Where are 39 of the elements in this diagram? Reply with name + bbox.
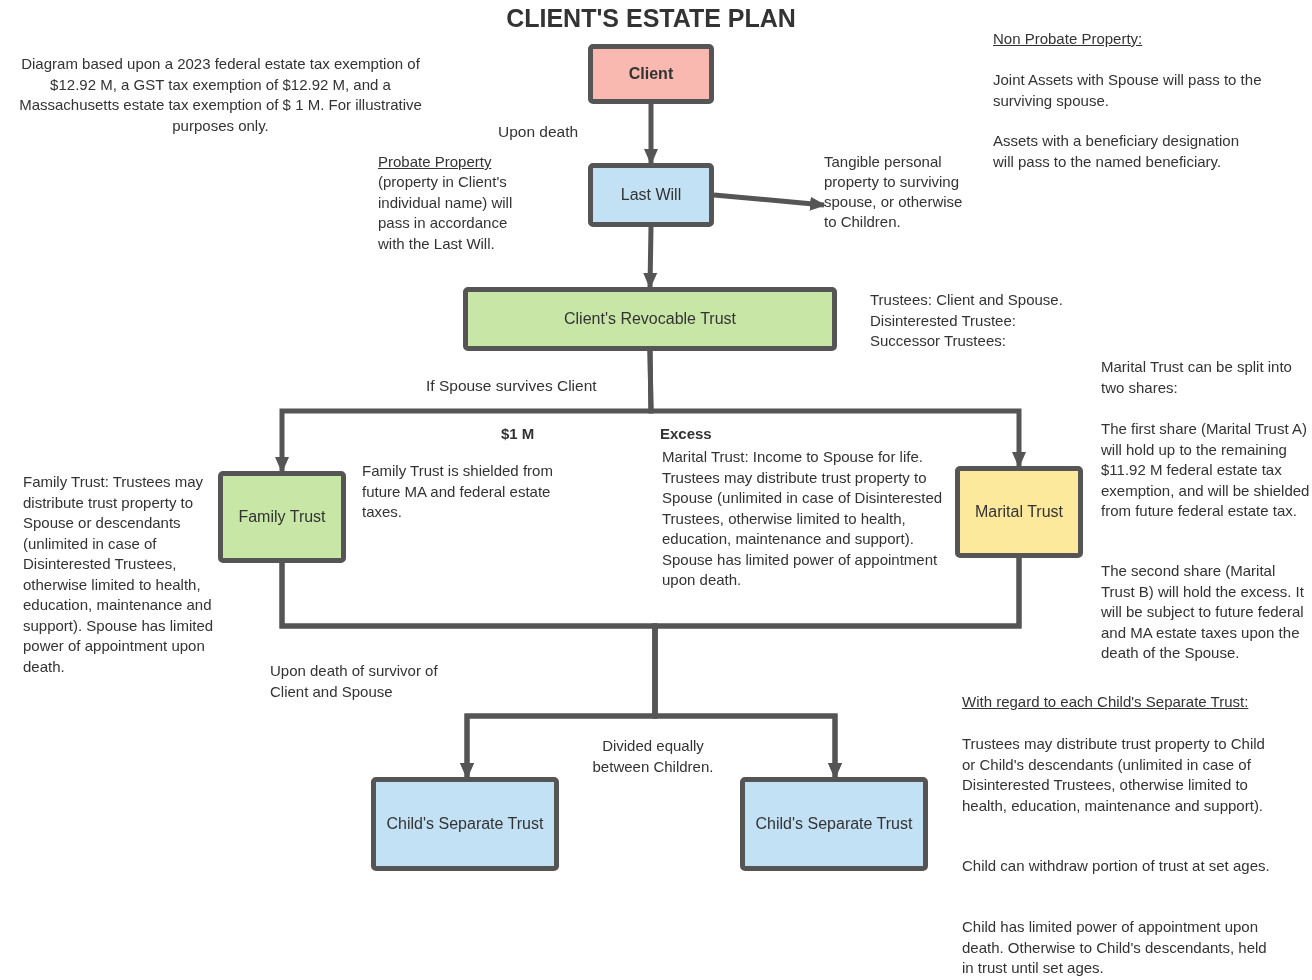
process-box: Last Will — [588, 163, 714, 227]
edge-label: If Spouse survives Client — [426, 377, 597, 395]
note-text: Marital Trust can be split into two shares: — [1101, 357, 1293, 398]
note-text: Non Probate Property: — [993, 29, 1143, 49]
process-box: Client — [588, 44, 714, 104]
note-text: Divided equally between Children. — [591, 736, 715, 777]
note-text: Diagram based upon a 2023 federal estate tax exemption of $12.92 M, a GST tax exemption of $12.92 M, and a Massachusetts estate tax exemption of $ 1 M. For illustrative purposes only. — [18, 54, 423, 136]
note-text: Excess — [660, 424, 712, 444]
note-text: $1 M — [501, 424, 535, 444]
note-text: The second share (Marital Trust B) will hold the excess. It will be subject to future federal and MA estate taxes upon the death of the Spouse. — [1101, 561, 1305, 663]
note-text: Disinterested Trustee: — [870, 311, 1017, 331]
arrow — [644, 104, 658, 165]
arrow — [643, 226, 658, 289]
note-text: Probate Property — [378, 152, 492, 172]
note-text: Trustees: Client and Spouse. — [870, 290, 1064, 310]
note-text: With regard to each Child's Separate Trust: — [962, 692, 1249, 712]
note-text: (property in Client's individual name) will pass in accordance with the Last Will. — [378, 172, 514, 254]
note-text: Joint Assets with Spouse will pass to the surviving spouse. — [993, 70, 1263, 111]
diagram-title: CLIENT'S ESTATE PLAN — [505, 4, 797, 33]
process-box: Client's Revocable Trust — [463, 287, 837, 351]
note-text: Trustees may distribute trust property to Child or Child's descendants (unlimited in case of Disinterested Trustees, otherwise limited to health, education, maintenance and support). — [962, 734, 1266, 816]
note-text: The first share (Marital Trust A) will hold up to the remaining $11.92 M federal estate tax exemption, and will be shielded from future federal estate tax. — [1101, 419, 1311, 521]
note-text: Upon death of survivor of Client and Spouse — [270, 661, 439, 702]
edge-label: Upon death — [498, 123, 579, 141]
arrow — [713, 192, 826, 211]
note-text: Family Trust is shielded from future MA and federal estate taxes. — [362, 461, 554, 522]
process-box: Child's Separate Trust — [740, 777, 928, 871]
note-text: Family Trust: Trustees may distribute trust property to Spouse or descendants (unlimited in case of Disinterested Trustees, otherwise limited to health, education, maintenance and support). Spouse has limited power of appointment upon death. — [23, 472, 215, 677]
process-box: Marital Trust — [955, 466, 1083, 558]
process-box: Child's Separate Trust — [371, 777, 559, 871]
process-box: Family Trust — [218, 471, 346, 563]
note-text: Successor Trustees: — [870, 331, 1007, 351]
note-text: Assets with a beneficiary designation will pass to the named beneficiary. — [993, 131, 1240, 172]
note-text: Tangible personal property to surviving spouse, or otherwise to Children. — [824, 152, 966, 258]
note-text: Child can withdraw portion of trust at set ages. — [962, 856, 1271, 876]
arrow — [652, 558, 1022, 779]
note-text: Marital Trust: Income to Spouse for life. Trustees may distribute trust property to Spouse (unlimited in case of Disinterested Trustees, otherwise limited to health, education, maintenance and support). Spouse has limited power of appointment upon death. — [662, 447, 944, 590]
arrow — [647, 350, 1026, 468]
note-text: Child has limited power of appointment upon death. Otherwise to Child's descendants, held in trust until set ages. — [962, 917, 1268, 978]
